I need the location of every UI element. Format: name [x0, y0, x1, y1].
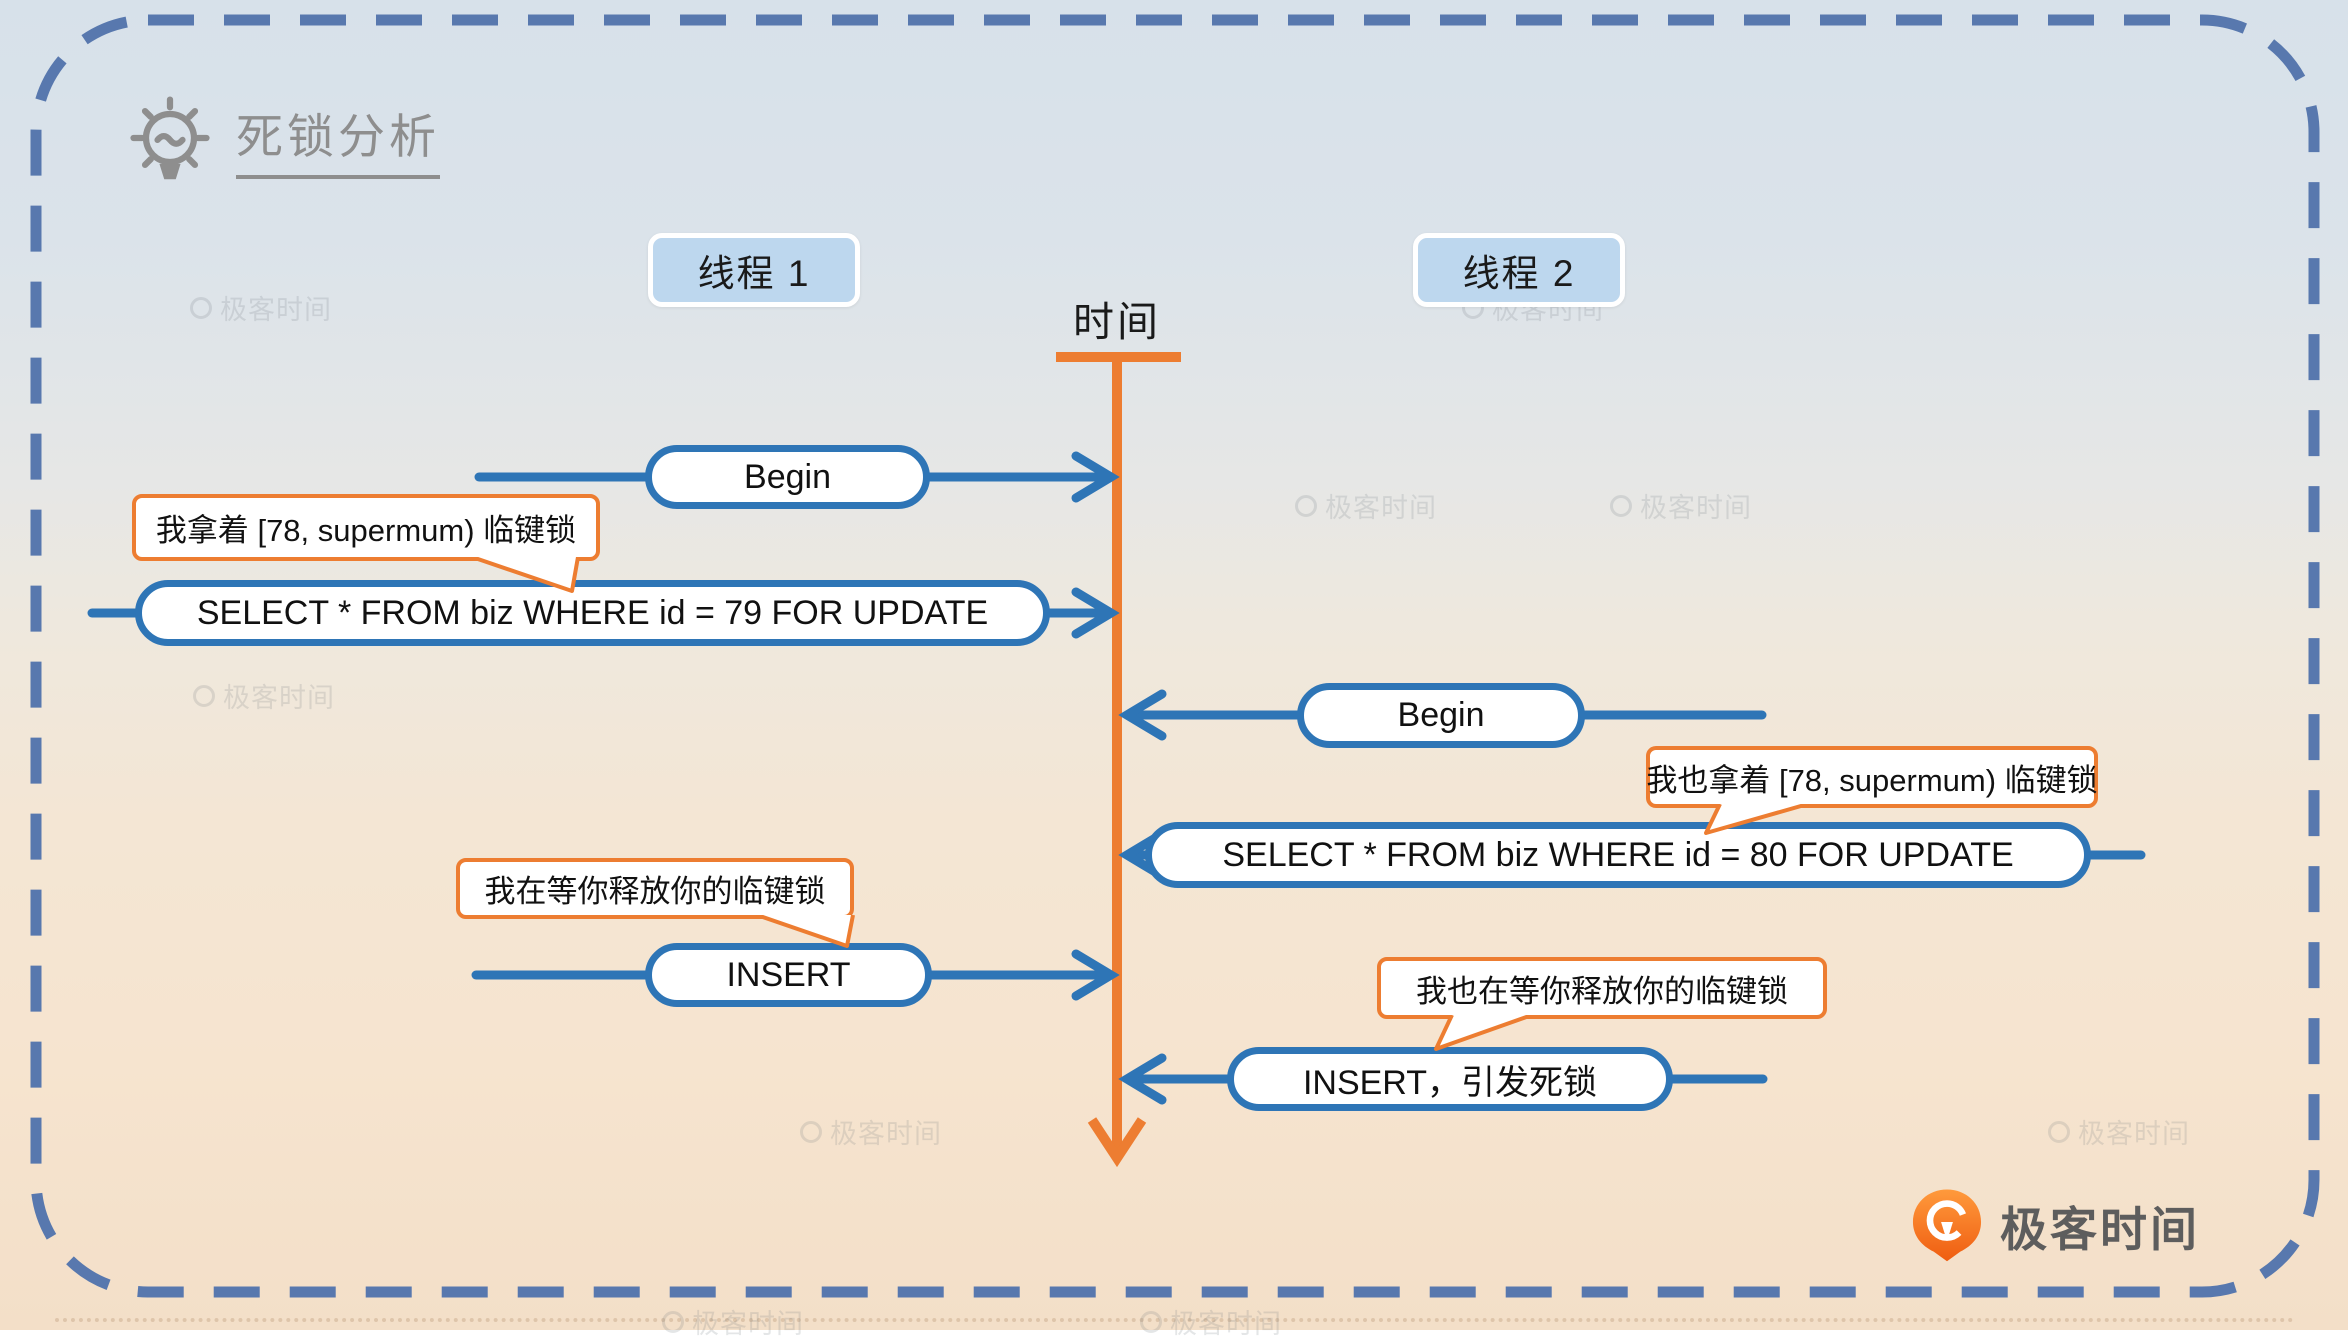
geektime-logo-icon	[1912, 1189, 1982, 1262]
page-title: 死锁分析	[236, 98, 440, 179]
callout-tail	[471, 557, 580, 593]
event-pill-t2-insert: INSERT，引发死锁	[1227, 1047, 1673, 1111]
callout-t1-lock: 我拿着 [78, supermum) 临键锁	[132, 494, 600, 561]
callout-tail	[1434, 1015, 1533, 1051]
event-pill-t2-select: SELECT * FROM biz WHERE id = 80 FOR UPDA…	[1145, 822, 2091, 888]
time-axis	[1056, 352, 1181, 1168]
thread2-header: 线程 2	[1413, 233, 1625, 307]
callout-t2-waiting: 我也在等你释放你的临键锁	[1377, 957, 1827, 1019]
diagram-title-block: 死锁分析	[122, 88, 440, 188]
thread1-header: 线程 1	[648, 233, 860, 307]
brand-logo-text: 极客时间	[2000, 1202, 2200, 1256]
event-pill-t1-insert: INSERT	[645, 943, 932, 1007]
callout-t2-lock: 我也拿着 [78, supermum) 临键锁	[1646, 746, 2098, 808]
callout-t1-waiting: 我在等你释放你的临键锁	[456, 858, 854, 919]
lightbulb-icon	[130, 96, 210, 180]
event-pill-t1-begin: Begin	[645, 445, 930, 509]
dashed-frame	[30, 14, 2320, 1298]
event-pill-t1-select: SELECT * FROM biz WHERE id = 79 FOR UPDA…	[135, 580, 1050, 646]
time-axis-label: 时间	[1073, 299, 1161, 345]
callout-tail	[756, 915, 855, 948]
brand-logo: 极客时间	[1910, 1186, 2200, 1264]
event-pill-t2-begin: Begin	[1297, 683, 1585, 748]
bottom-dotted-line	[55, 1318, 2295, 1322]
callout-tail	[1704, 804, 1809, 835]
